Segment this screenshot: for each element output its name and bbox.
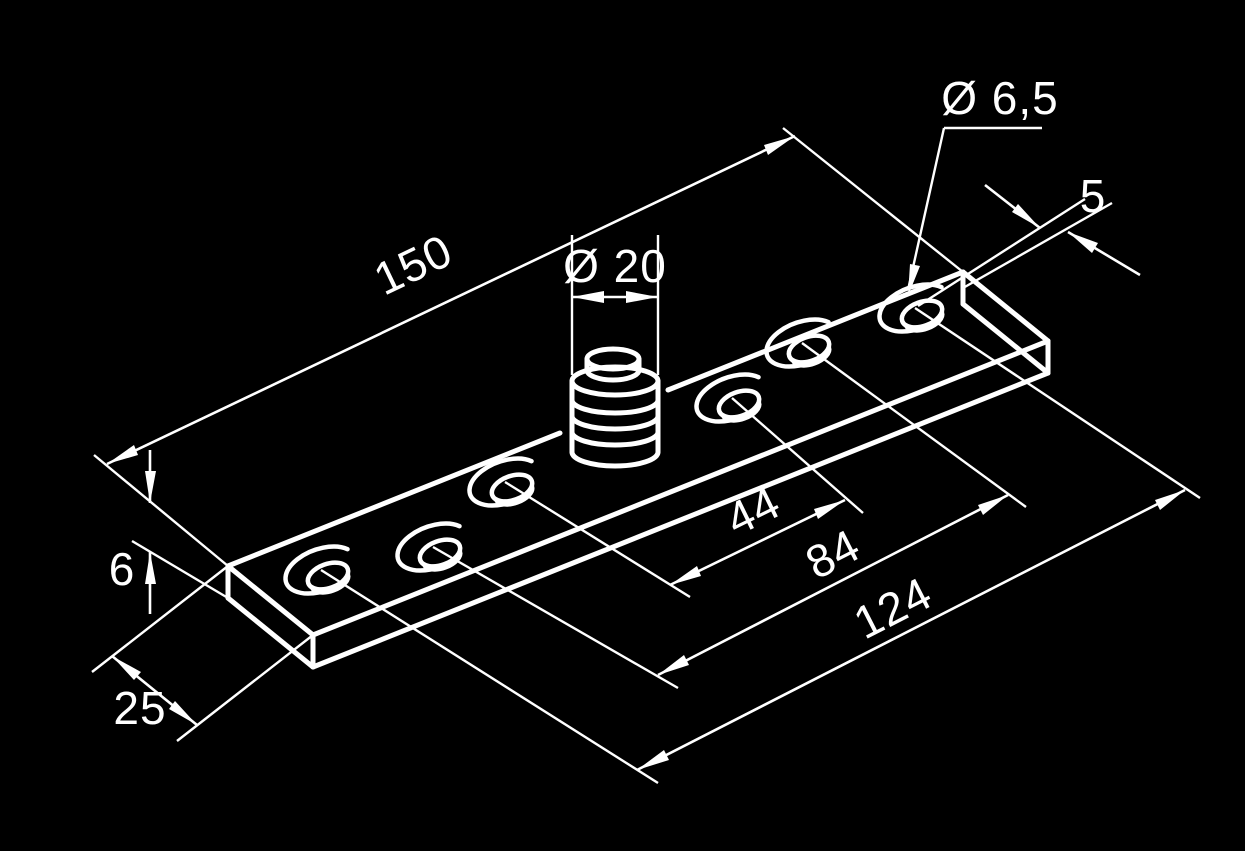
dim-124-arrow-left — [637, 750, 669, 770]
dim-label-124: 124 — [845, 566, 940, 649]
hole-6 — [877, 282, 945, 334]
hole-1-bottom — [309, 572, 351, 595]
hole-3 — [467, 456, 535, 508]
plate-back-edge-left — [225, 430, 563, 569]
dim-25-arrow-top — [112, 656, 141, 680]
dim-84: 84 — [657, 493, 1009, 677]
dim-150: 150 — [93, 127, 964, 567]
stud-thread-2 — [569, 413, 661, 432]
dim-6-ext-bottom — [131, 539, 229, 600]
plate — [225, 269, 1051, 670]
stud-thread-3 — [569, 429, 661, 448]
dim-44-arrow-left — [670, 566, 701, 585]
dim-5-arrow-lower — [1068, 232, 1098, 253]
plate-left-end-bottom — [225, 595, 316, 670]
hole-6-bore — [899, 298, 945, 330]
hole-4-bore — [716, 388, 762, 420]
dim-20-arrow-right — [626, 291, 658, 303]
stud-base — [569, 449, 661, 469]
hole-1-bore — [305, 560, 351, 592]
callout-hole-diameter: Ø 6,5 — [906, 72, 1059, 296]
hole-callout-leader — [906, 127, 946, 291]
dim-84-line — [657, 493, 1009, 677]
stud-thread-1 — [569, 397, 661, 416]
dim-25-ext-front — [176, 634, 314, 742]
hole-1 — [283, 544, 351, 596]
stud-cap-bottom — [584, 367, 642, 383]
stud — [569, 346, 661, 469]
dim-150-line — [106, 134, 796, 466]
dim-label-thickness: 6 — [109, 543, 136, 595]
dim-label-width: 25 — [113, 682, 166, 734]
dim-150-arrow-right — [764, 136, 795, 155]
dim-thickness: 6 — [109, 450, 229, 614]
dim-label-44: 44 — [718, 476, 789, 546]
hole-5 — [764, 317, 832, 369]
hole-6-bottom — [903, 310, 945, 333]
hole-extension-lines — [320, 307, 1201, 785]
hole-callout-arrowhead — [908, 264, 920, 296]
dim-84-arrow-right — [978, 495, 1008, 515]
hole-5-bottom — [790, 345, 832, 368]
dim-25-ext-back — [91, 565, 229, 673]
dim-label-5: 5 — [1080, 170, 1107, 222]
hole-2-bottom — [421, 549, 463, 572]
dim-5: 5 — [917, 170, 1141, 308]
dim-44-line — [669, 498, 846, 587]
dim-124: 124 — [636, 488, 1186, 772]
dim-150-arrow-left — [107, 445, 138, 464]
plate-left-end-top — [225, 563, 316, 638]
hole-2 — [395, 521, 463, 573]
hole-5-bore — [786, 333, 832, 365]
dim-label-stud-diameter: Ø 20 — [563, 240, 667, 292]
plate-right-end-top — [960, 269, 1051, 344]
dim-124-line — [636, 488, 1186, 772]
ext-hole-4 — [731, 397, 864, 514]
hole-4 — [694, 372, 762, 424]
dim-label-84: 84 — [797, 519, 868, 589]
ext-hole-3 — [504, 480, 691, 599]
dim-label-150: 150 — [366, 224, 460, 305]
ext-hole-1 — [320, 568, 659, 785]
stud-collar — [569, 364, 661, 398]
dim-width: 25 — [91, 565, 314, 742]
ext-hole-6 — [914, 307, 1201, 499]
dim-150-ext-right — [782, 127, 964, 273]
dim-5-ext-upper — [917, 197, 1086, 308]
hole-3-bore — [489, 472, 535, 504]
hole-3-bottom — [493, 484, 535, 507]
dim-6-arrow-bottom — [145, 552, 156, 584]
dim-5-arrow-upper — [1012, 204, 1040, 228]
dim-150-ext-left — [93, 454, 229, 567]
dim-124-arrow-right — [1155, 490, 1185, 510]
dim-stud-diameter: Ø 20 — [563, 235, 667, 375]
dim-20-arrow-left — [572, 291, 604, 303]
ext-hole-5 — [801, 342, 1027, 508]
plate-right-end-bottom — [960, 301, 1051, 376]
hole-2-bore — [417, 537, 463, 569]
ext-hole-2 — [432, 545, 679, 690]
plate-bottom-front-edge — [310, 370, 1051, 670]
dim-44-arrow-right — [814, 500, 845, 519]
dim-label-hole-diameter: Ø 6,5 — [941, 72, 1059, 124]
dim-5-ext-lower — [962, 201, 1113, 290]
holes — [283, 282, 945, 596]
plate-back-edge-right — [665, 269, 966, 393]
dim-84-arrow-left — [658, 655, 689, 675]
dim-25-arrow-bottom — [169, 701, 197, 725]
hole-4-bottom — [720, 400, 762, 423]
dim-6-arrow-top — [145, 471, 156, 503]
plate-front-edge — [310, 338, 1051, 638]
